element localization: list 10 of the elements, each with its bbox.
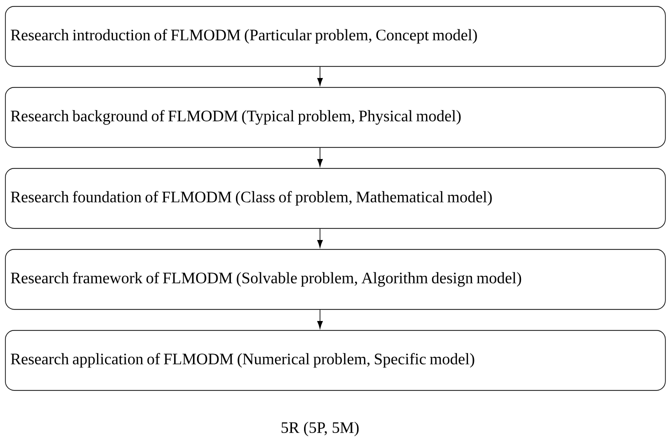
arrow [317, 147, 323, 167]
process-box: Research background of FLMODM (Typical problem, Physical model) [5, 87, 666, 148]
process-box: Research application of FLMODM (Numerical problem, Specific model) [5, 330, 666, 391]
arrow [317, 228, 323, 248]
arrow [317, 66, 323, 86]
process-box: Research framework of FLMODM (Solvable problem, Algorithm design model) [5, 249, 666, 310]
caption: 5R (5P, 5M) [282, 422, 359, 436]
arrow [317, 309, 323, 329]
process-box: Research foundation of FLMODM (Class of problem, Mathematical model) [5, 168, 666, 229]
process-box: Research introduction of FLMODM (Particular problem, Concept model) [5, 6, 666, 67]
